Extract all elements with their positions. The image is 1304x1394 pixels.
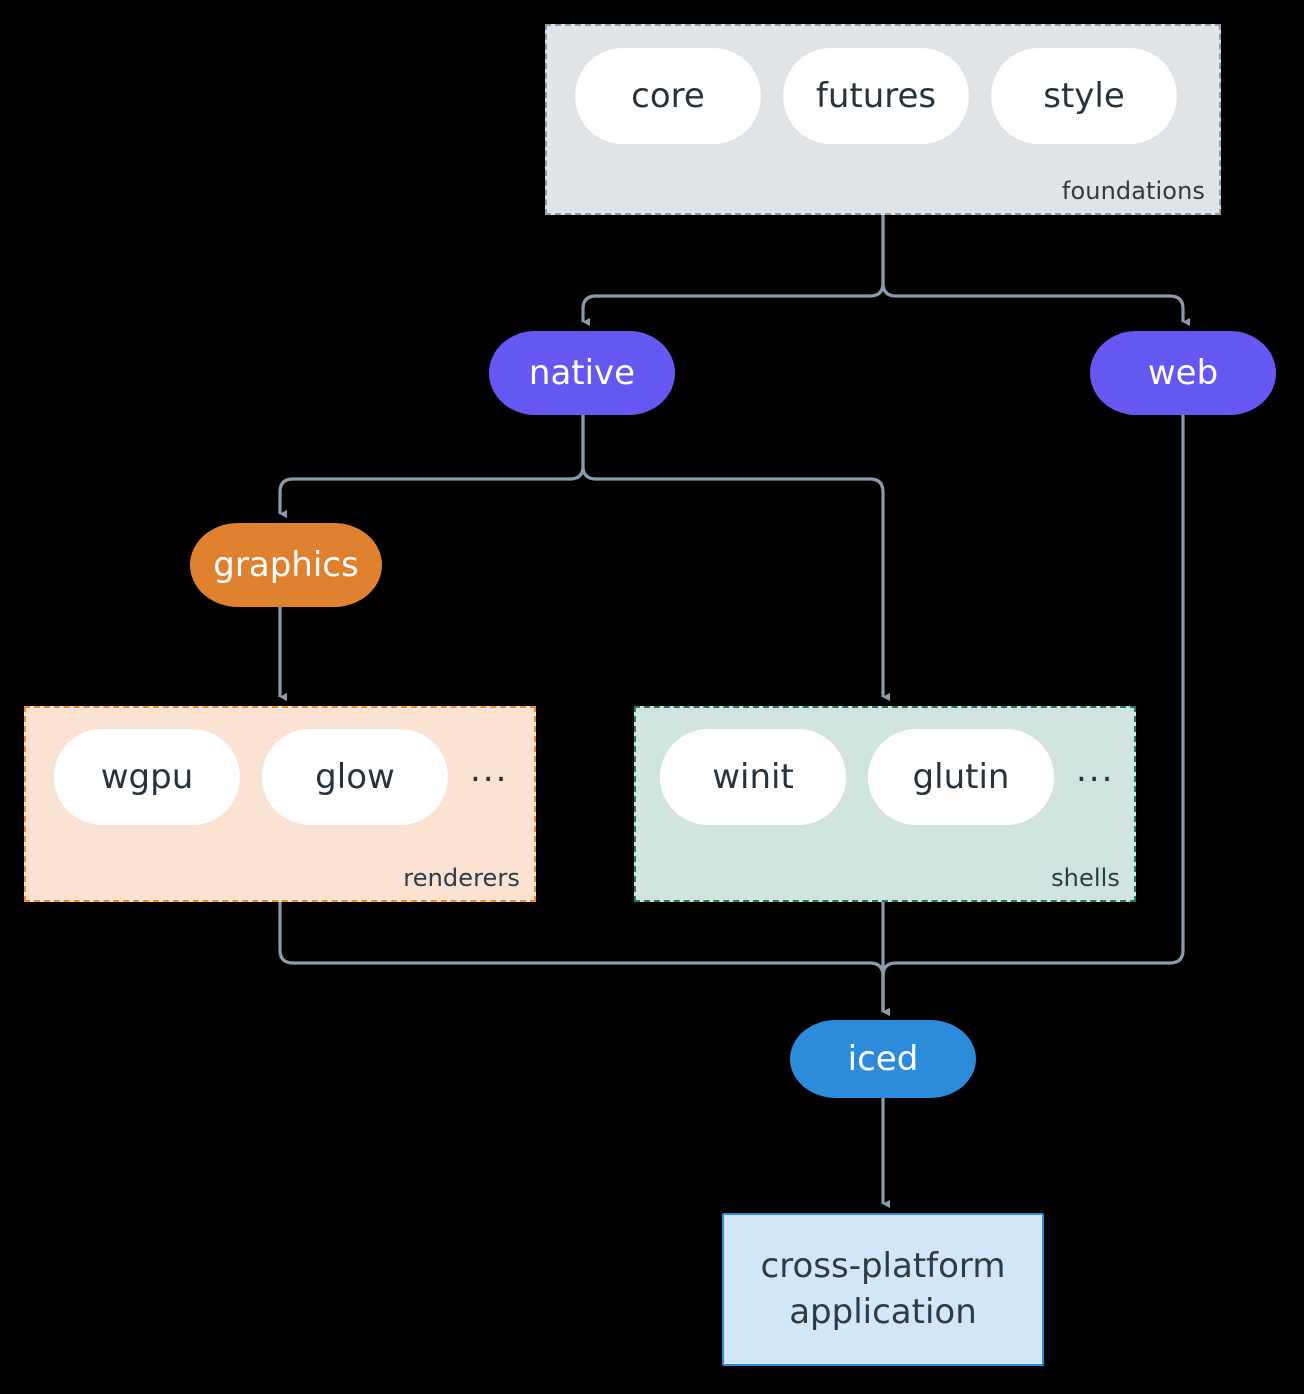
pill-futures[interactable]: futures (783, 48, 969, 144)
pill-core[interactable]: core (575, 48, 761, 144)
node-iced[interactable]: iced (790, 1020, 976, 1098)
application-line-1: cross-platform (760, 1245, 1006, 1286)
edge-native-shells (581, 415, 890, 702)
shells-items: winit glutin ... (660, 729, 1114, 825)
renderers-items: wgpu glow ... (54, 729, 508, 825)
renderers-more-ellipsis: ... (470, 750, 509, 790)
group-label-renderers: renderers (403, 864, 520, 892)
group-shells: winit glutin ... shells (634, 706, 1136, 902)
group-label-shells: shells (1051, 864, 1120, 892)
group-label-foundations: foundations (1061, 177, 1205, 205)
pill-wgpu[interactable]: wgpu (54, 729, 240, 825)
node-native[interactable]: native (489, 331, 675, 415)
edge-foundations-web (881, 215, 1190, 327)
pill-glutin[interactable]: glutin (868, 729, 1054, 825)
edge-renderers-iced (278, 902, 890, 1017)
pill-style[interactable]: style (991, 48, 1177, 144)
shells-more-ellipsis: ... (1076, 750, 1115, 790)
application-line-2: application (789, 1291, 977, 1332)
node-cross-platform-application[interactable]: cross-platform application (722, 1213, 1044, 1366)
edge-foundations-native (581, 215, 885, 327)
group-foundations: core futures style foundations (545, 24, 1221, 215)
edge-native-graphics (278, 415, 585, 519)
group-renderers: wgpu glow ... renderers (24, 706, 536, 902)
foundations-items: core futures style (575, 48, 1177, 144)
pill-glow[interactable]: glow (262, 729, 448, 825)
node-web[interactable]: web (1090, 331, 1276, 415)
pill-winit[interactable]: winit (660, 729, 846, 825)
node-graphics[interactable]: graphics (190, 523, 382, 607)
